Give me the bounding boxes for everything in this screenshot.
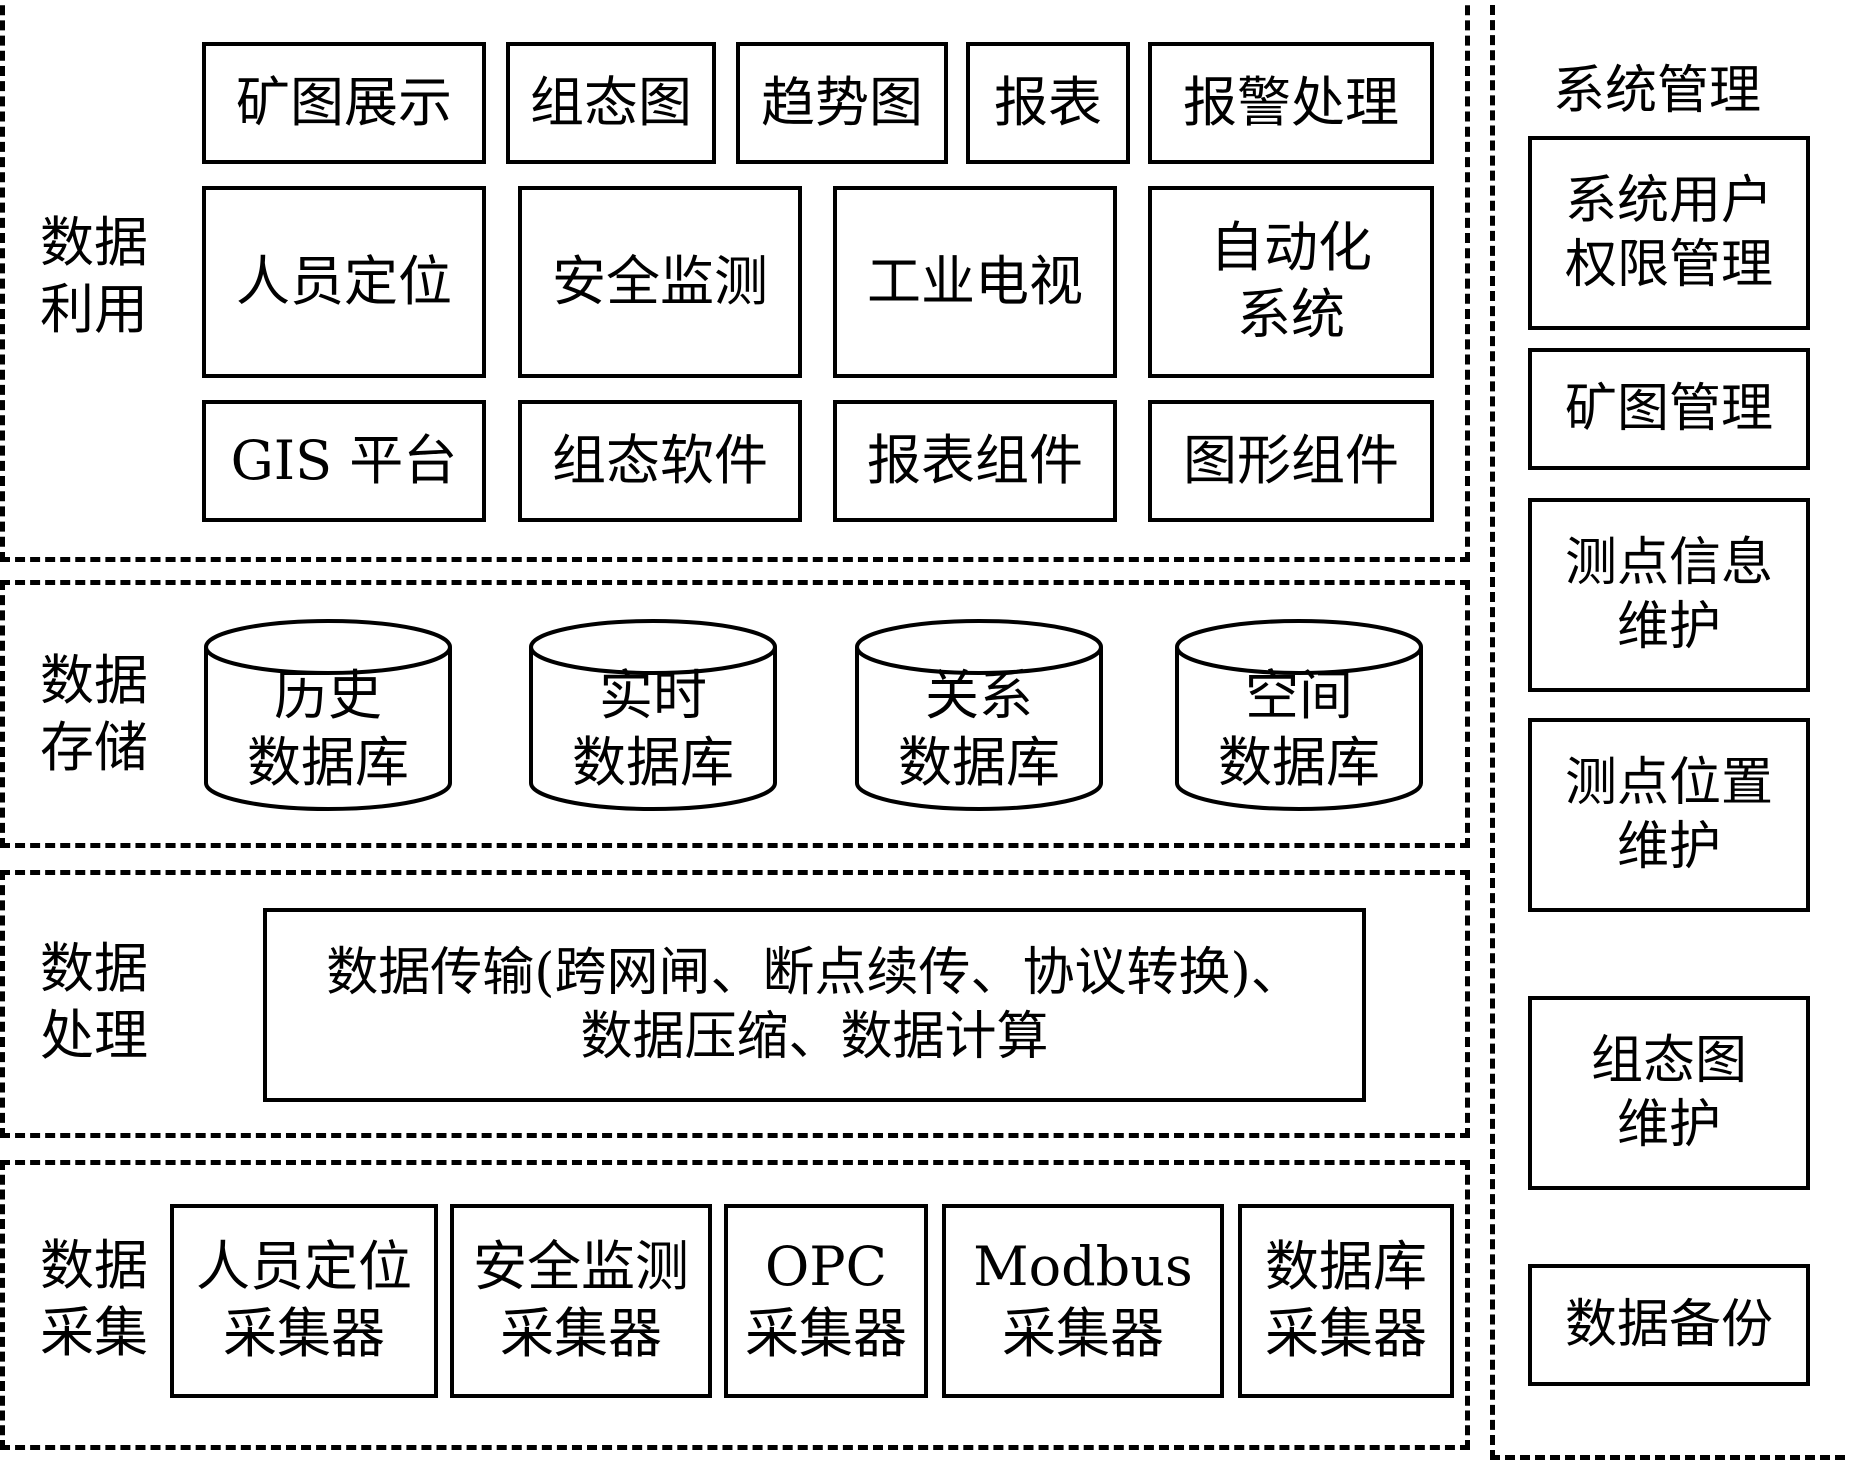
database-cylinder: 实时 数据库 — [528, 615, 778, 815]
collector-box: OPC 采集器 — [724, 1204, 928, 1398]
utilization-box: 趋势图 — [736, 42, 948, 164]
utilization-box: 组态图 — [506, 42, 716, 164]
database-cylinder: 空间 数据库 — [1174, 615, 1424, 815]
utilization-box: 矿图展示 — [202, 42, 486, 164]
system-management-title: 系统管理 — [1553, 61, 1762, 121]
processing-label: 数据 处理 — [40, 937, 148, 1067]
database-label: 关系 数据库 — [898, 664, 1060, 794]
utilization-box: GIS 平台 — [202, 400, 486, 522]
utilization-box: 人员定位 — [202, 186, 486, 378]
database-cylinder-shape — [529, 619, 777, 811]
database-label: 实时 数据库 — [572, 664, 734, 794]
utilization-label: 数据 利用 — [40, 211, 148, 341]
utilization-section — [0, 0, 1470, 562]
collector-box: Modbus 采集器 — [942, 1204, 1224, 1398]
utilization-box: 工业电视 — [833, 186, 1117, 378]
utilization-box: 报警处理 — [1148, 42, 1434, 164]
collector-box: 人员定位 采集器 — [170, 1204, 438, 1398]
processing-section — [0, 870, 1470, 1138]
system-management-item: 组态图 维护 — [1528, 996, 1810, 1190]
storage-label: 数据 存储 — [40, 649, 148, 779]
system-management-item: 测点信息 维护 — [1528, 498, 1810, 692]
utilization-box: 报表 — [966, 42, 1130, 164]
acquisition-label: 数据 采集 — [40, 1234, 148, 1364]
utilization-box: 组态软件 — [518, 400, 802, 522]
database-label: 空间 数据库 — [1218, 664, 1380, 794]
storage-section — [0, 580, 1470, 848]
database-cylinder-shape — [855, 619, 1103, 811]
collector-box: 安全监测 采集器 — [450, 1204, 712, 1398]
processing-box: 数据传输(跨网闸、断点续传、协议转换)、 数据压缩、数据计算 — [263, 908, 1366, 1102]
database-cylinder: 关系 数据库 — [854, 615, 1104, 815]
utilization-box: 自动化 系统 — [1148, 186, 1434, 378]
database-label: 历史 数据库 — [247, 664, 409, 794]
system-management-item: 数据备份 — [1528, 1264, 1810, 1386]
system-management-item: 矿图管理 — [1528, 348, 1810, 470]
utilization-box: 报表组件 — [833, 400, 1117, 522]
system-management-item: 系统用户 权限管理 — [1528, 136, 1810, 330]
utilization-box: 图形组件 — [1148, 400, 1434, 522]
utilization-box: 安全监测 — [518, 186, 802, 378]
database-cylinder-shape — [204, 619, 452, 811]
system-management-item: 测点位置 维护 — [1528, 718, 1810, 912]
collector-box: 数据库 采集器 — [1238, 1204, 1454, 1398]
database-cylinder: 历史 数据库 — [203, 615, 453, 815]
database-cylinder-shape — [1175, 619, 1423, 811]
